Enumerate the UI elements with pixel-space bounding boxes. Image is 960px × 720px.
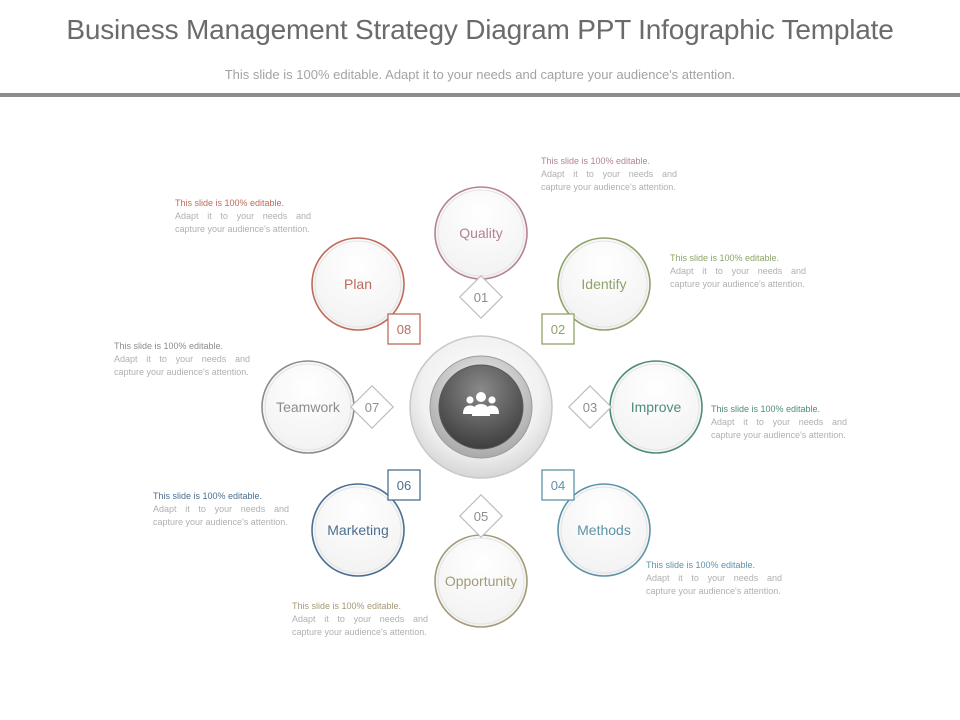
description-body: Adapt it to your needs and capture your … — [114, 354, 250, 377]
node-teamwork: Teamwork 07 — [261, 360, 395, 454]
description-lead: This slide is 100% editable. — [670, 253, 780, 263]
node-identify: Identify 02 — [541, 237, 651, 345]
step-number: 07 — [365, 400, 379, 415]
description-lead: This slide is 100% editable. — [646, 560, 756, 570]
description-marketing: This slide is 100% editable. Adapt it to … — [153, 490, 289, 529]
description-identify: This slide is 100% editable. Adapt it to … — [670, 252, 806, 291]
number-box — [387, 469, 421, 501]
description-body: Adapt it to your needs and capture your … — [175, 211, 311, 234]
step-number: 02 — [551, 322, 565, 337]
description-improve: This slide is 100% editable. Adapt it to … — [711, 403, 847, 442]
node-label: Teamwork — [276, 399, 341, 415]
node-improve: Improve 03 — [567, 360, 703, 454]
node-label: Quality — [459, 225, 503, 241]
node-circle — [557, 483, 651, 577]
number-box — [541, 469, 575, 501]
header-divider — [0, 93, 960, 97]
number-diamond — [567, 384, 613, 430]
node-label: Opportunity — [445, 573, 517, 589]
number-diamond — [458, 274, 504, 320]
node-label: Plan — [344, 276, 372, 292]
step-number: 08 — [397, 322, 411, 337]
node-label: Marketing — [327, 522, 388, 538]
node-circle — [311, 483, 405, 577]
description-plan: This slide is 100% editable. Adapt it to … — [175, 197, 311, 236]
description-body: Adapt it to your needs and capture your … — [646, 573, 782, 596]
description-body: Adapt it to your needs and capture your … — [541, 169, 677, 192]
description-opportunity: This slide is 100% editable. Adapt it to … — [292, 600, 428, 639]
page-subtitle: This slide is 100% editable. Adapt it to… — [224, 67, 736, 82]
number-box — [541, 313, 575, 345]
page-title: Business Management Strategy Diagram PPT… — [66, 14, 894, 45]
node-quality: Quality 01 — [434, 186, 528, 320]
team-people-icon — [463, 392, 499, 416]
step-number: 06 — [397, 478, 411, 493]
node-plan: Plan 08 — [311, 237, 421, 345]
center-hub — [409, 335, 553, 479]
number-diamond — [458, 493, 504, 539]
node-label: Identify — [581, 276, 626, 292]
description-lead: This slide is 100% editable. — [541, 156, 651, 166]
number-diamond — [349, 384, 395, 430]
number-box — [387, 313, 421, 345]
description-methods: This slide is 100% editable. Adapt it to … — [646, 559, 782, 598]
node-circle — [557, 237, 651, 331]
node-marketing: Marketing 06 — [311, 469, 421, 577]
description-lead: This slide is 100% editable. — [292, 601, 402, 611]
step-number: 05 — [474, 509, 488, 524]
description-teamwork: This slide is 100% editable. Adapt it to … — [114, 340, 250, 379]
node-opportunity: Opportunity 05 — [434, 493, 528, 628]
step-number: 01 — [474, 290, 488, 305]
step-number: 03 — [583, 400, 597, 415]
description-body: Adapt it to your needs and capture your … — [670, 266, 806, 289]
node-label: Improve — [631, 399, 682, 415]
node-label: Methods — [577, 522, 631, 538]
description-body: Adapt it to your needs and capture your … — [292, 614, 428, 637]
node-methods: Methods 04 — [541, 469, 651, 577]
description-lead: This slide is 100% editable. — [175, 198, 285, 208]
description-lead: This slide is 100% editable. — [711, 404, 821, 414]
description-body: Adapt it to your needs and capture your … — [711, 417, 847, 440]
description-lead: This slide is 100% editable. — [153, 491, 263, 501]
description-quality: This slide is 100% editable. Adapt it to … — [541, 155, 677, 194]
node-circle — [311, 237, 405, 331]
description-body: Adapt it to your needs and capture your … — [153, 504, 289, 527]
step-number: 04 — [551, 478, 565, 493]
description-lead: This slide is 100% editable. — [114, 341, 224, 351]
